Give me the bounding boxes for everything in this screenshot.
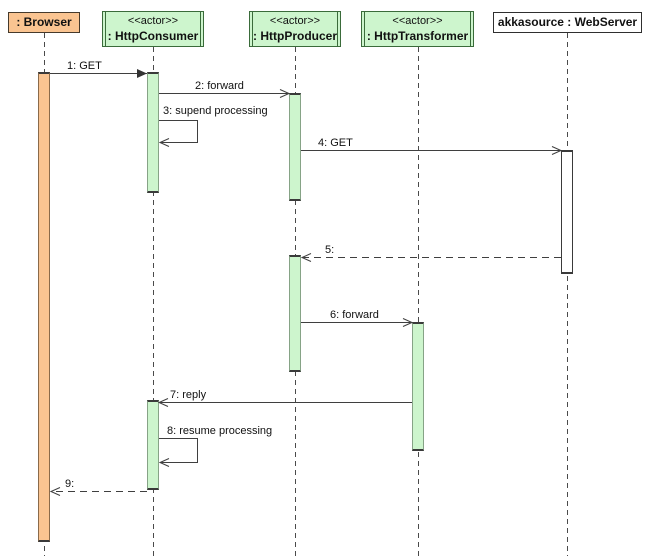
transformer-activation-1 <box>412 322 424 451</box>
participant-box-browser: : Browser <box>8 12 80 33</box>
message-5-label: 5: <box>325 244 335 256</box>
participant-box-httpconsumer: <<actor>> : HttpConsumer <box>102 11 204 47</box>
message-9-label: 9: <box>65 478 75 490</box>
participant-name: : HttpConsumer <box>107 29 199 43</box>
consumer-activation-2 <box>147 400 159 490</box>
message-3-label: 3: supend processing <box>163 105 268 117</box>
participant-stereotype: <<actor>> <box>392 15 443 27</box>
message-7-label: 7: reply <box>170 389 207 401</box>
participant-stereotype: <<actor>> <box>269 15 321 27</box>
consumer-activation-1 <box>147 72 159 193</box>
browser-activation <box>38 72 50 542</box>
participant-name: : HttpProducer <box>253 29 337 43</box>
participant-box-httptransformer: <<actor>> : HttpTransformer <box>361 11 474 47</box>
webserver-activation-1 <box>561 150 573 274</box>
producer-activation-1 <box>289 93 301 201</box>
participant-box-httpproducer: <<actor>> : HttpProducer <box>249 11 341 47</box>
participant-box-webserver: akkasource : WebServer <box>493 12 642 33</box>
participant-name: : Browser <box>16 15 72 29</box>
message-4-label: 4: GET <box>318 137 353 149</box>
message-1-label: 1: GET <box>67 60 102 72</box>
producer-activation-2 <box>289 255 301 372</box>
participant-name: akkasource : WebServer <box>497 15 638 29</box>
participant-stereotype: <<actor>> <box>127 15 179 27</box>
message-6-label: 6: forward <box>330 309 379 321</box>
message-8-label: 8: resume processing <box>167 425 273 437</box>
participant-name: : HttpTransformer <box>366 29 469 43</box>
message-2-label: 2: forward <box>195 80 244 92</box>
